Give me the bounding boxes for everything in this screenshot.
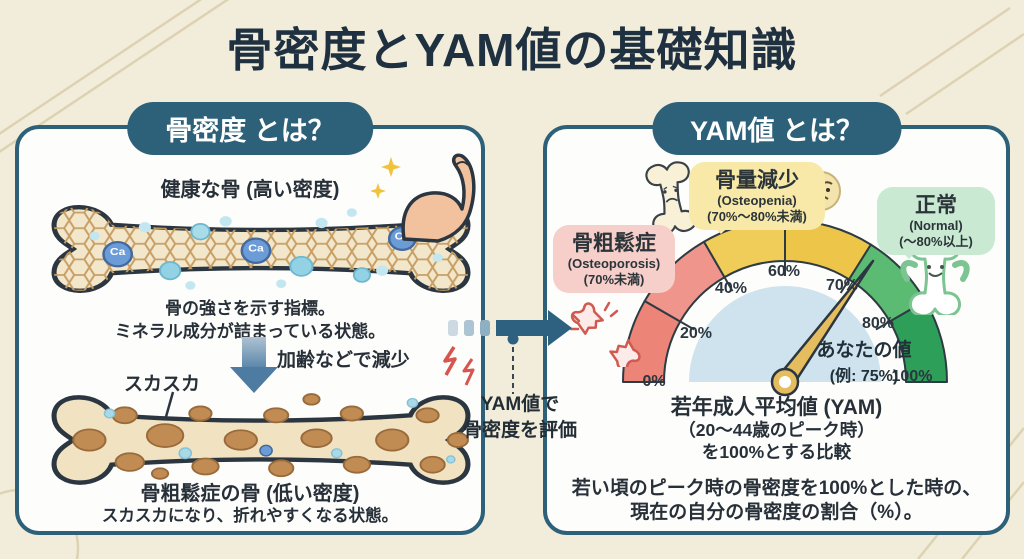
- bone-strength-desc-line1: 骨の強さを示す指標。: [165, 299, 335, 318]
- gauge-tick-label-40: 40%: [714, 280, 748, 297]
- connector-caption: YAM値で 骨密度を評価: [445, 392, 595, 443]
- osteopenia-range: (70%〜80%未満): [707, 208, 807, 224]
- bone-porosity-blobs: [72, 393, 469, 480]
- broken-bone-icon: [569, 301, 641, 367]
- evaluation-arrow-icon: [448, 310, 572, 346]
- osteoporotic-bone-label: 骨粗鬆症の骨 (低い密度): [140, 483, 360, 505]
- gauge-tick-label-20: 20%: [679, 325, 713, 342]
- your-value-callout: あなたの値 (例: 75%): [794, 335, 934, 386]
- gauge-tick-label-100: 100%: [891, 368, 933, 385]
- sparse-label: スカスカ: [124, 374, 201, 395]
- yam-panel-header: YAM値 とは？: [651, 102, 902, 155]
- osteoporosis-sub: (Osteoporosis): [567, 256, 661, 272]
- fracture-spark-icon: [443, 346, 475, 386]
- yam-definition-line2: （20〜44歳のピーク時）: [678, 420, 875, 440]
- yam-footer-line2: 現在の自分の骨密度の割合（%）。: [630, 502, 923, 523]
- normal-bubble: 正常 (Normal) (〜80%以上): [877, 187, 995, 260]
- normal-sub: (Normal): [909, 218, 963, 234]
- page-title: 骨密度とYAM値の基礎知識: [226, 24, 798, 76]
- osteoporosis-title: 骨粗鬆症: [572, 232, 656, 255]
- gauge-tick-label-60: 60%: [767, 263, 801, 280]
- osteoporosis-range: (70%未満): [583, 271, 645, 287]
- gauge-tick-label-70: 70%: [825, 277, 859, 294]
- gauge-tick-label-80: 80%: [861, 315, 895, 332]
- connector-caption-line2: 骨密度を評価: [462, 419, 577, 441]
- sparkle-icon: [371, 157, 401, 199]
- aging-down-arrow-icon: [242, 337, 266, 367]
- your-value-example: (例: 75%): [829, 368, 899, 385]
- bone-strength-desc-line2: ミネラル成分が詰まっている状態。: [114, 322, 386, 341]
- gauge-tick-label-0: 0%: [642, 373, 666, 390]
- gauge-needle: [770, 259, 875, 397]
- osteoporosis-bubble: 骨粗鬆症 (Osteoporosis) (70%未満): [553, 225, 675, 294]
- aging-label: 加齢などで減少: [277, 350, 410, 371]
- osteopenia-bubble: 骨量減少 (Osteopenia) (70%〜80%未満): [689, 162, 825, 235]
- flexing-arm-icon: [401, 153, 476, 243]
- healthy-bone-label: 健康な骨 (高い密度): [160, 179, 340, 201]
- yam-panel: YAM値 とは？ 0% 20% 40% 60%: [543, 102, 1010, 535]
- connector-dot: [507, 333, 519, 345]
- bone-density-panel-header: 骨密度 とは？: [127, 102, 373, 155]
- connector-caption-line1: YAM値で: [480, 394, 560, 415]
- happy-bone-icon: [900, 235, 973, 315]
- bone-density-panel: 骨密度 とは？ 健康な骨 (高い密度) Ca Ca Ca: [15, 102, 485, 535]
- normal-title: 正常: [915, 194, 957, 217]
- your-value-label: あなたの値: [816, 340, 912, 361]
- aging-down-arrow-head: [230, 367, 278, 393]
- yam-footer-line1: 若い頃のピーク時の骨密度を100%とした時の、: [571, 478, 982, 499]
- svg-text:Ca: Ca: [110, 247, 126, 258]
- yam-definition-line3: を100%とする比較: [701, 442, 852, 462]
- svg-text:Ca: Ca: [248, 243, 264, 254]
- osteopenia-title: 骨量減少: [715, 169, 799, 192]
- osteoporotic-bone-illustration: [51, 393, 471, 485]
- yam-definition-line1: 若年成人平均値 (YAM): [670, 396, 883, 419]
- connector-dashed-line: [507, 333, 519, 394]
- gauge-ticks: [679, 261, 891, 331]
- remaining-calcium-dots: [103, 397, 456, 464]
- osteopenia-sub: (Osteopenia): [717, 193, 797, 209]
- osteoporotic-bone-desc: スカスカになり、折れやすくなる状態。: [101, 507, 399, 525]
- normal-range: (〜80%以上): [899, 233, 973, 249]
